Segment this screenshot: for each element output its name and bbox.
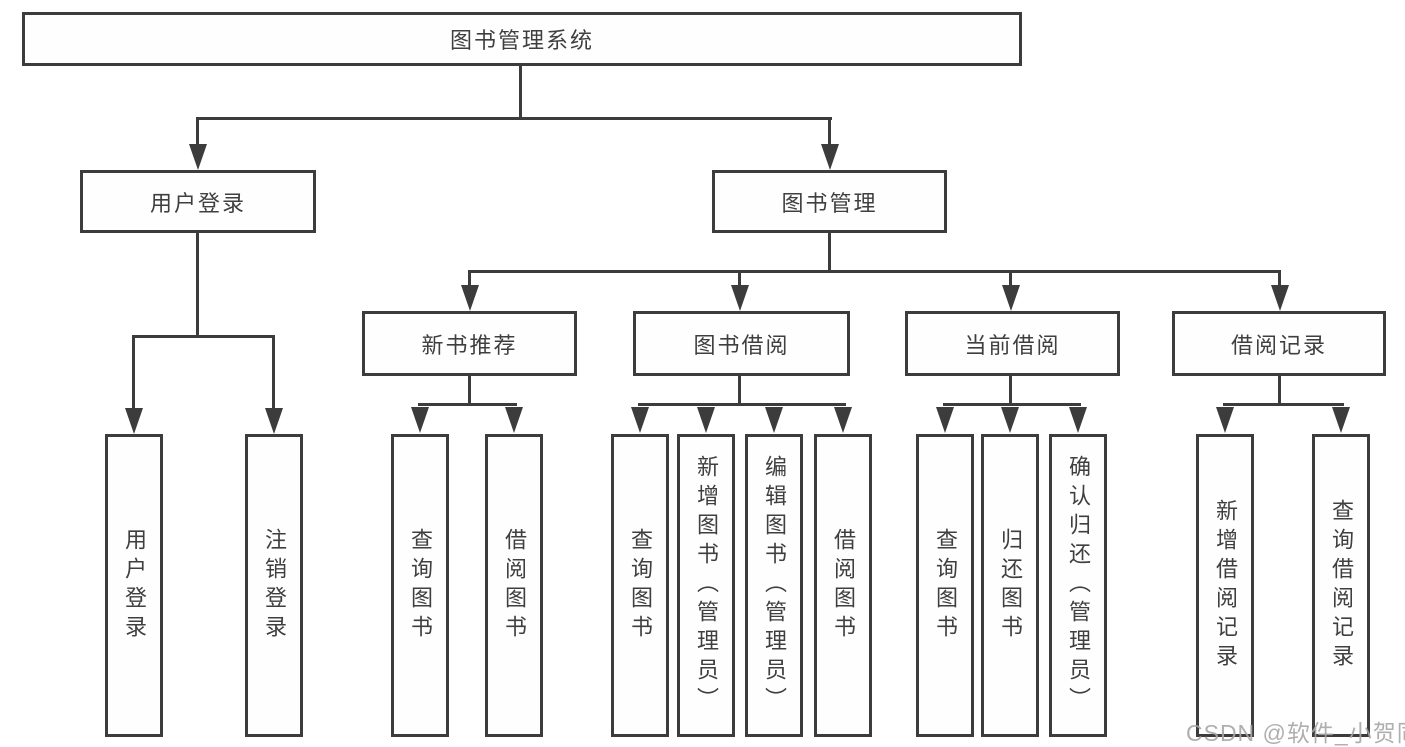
arrowhead-down-icon [765, 407, 783, 433]
connector-splitter-borrowing-records [1223, 403, 1344, 406]
leaf-add-borrow-record: 新增借阅记录 [1196, 434, 1254, 737]
connector-stem-current-borrowing [1009, 374, 1012, 406]
leaf-confirm-return-admin: 确认归还（管理员） [1049, 434, 1107, 737]
arrowhead-down-icon [936, 407, 954, 433]
node-current-borrowing: 当前借阅 [905, 311, 1120, 376]
connector-root-stem [519, 64, 522, 119]
connector-drop-level3 [738, 270, 741, 287]
arrowhead-down-icon [821, 144, 839, 170]
arrowhead-down-icon [461, 285, 479, 311]
leaf-edit-book-admin: 编辑图书（管理员） [745, 434, 803, 737]
leaf-borrow-books-borrowing: 借阅图书 [814, 434, 872, 737]
leaf-user-login: 用户登录 [105, 434, 163, 737]
arrowhead-down-icon [1271, 285, 1289, 311]
node-book-borrowing: 图书借阅 [633, 311, 850, 376]
connector-level1-horizontal [196, 117, 832, 120]
arrowhead-down-icon [731, 285, 749, 311]
arrowhead-down-icon [1332, 407, 1350, 433]
node-user-login: 用户登录 [80, 170, 316, 233]
arrowhead-down-icon [631, 407, 649, 433]
arrowhead-down-icon [834, 407, 852, 433]
arrowhead-down-icon [697, 407, 715, 433]
connector-splitter-book-borrowing [638, 403, 846, 406]
connector-drop-book-management [828, 117, 831, 146]
connector-user-login-stem [196, 231, 199, 337]
arrowhead-down-icon [411, 407, 429, 433]
connector-stem-new-book [468, 374, 471, 406]
connector-drop-leaf [272, 335, 275, 410]
leaf-query-books-borrowing: 查询图书 [611, 434, 669, 737]
connector-drop-level3 [1278, 270, 1281, 287]
leaf-query-borrow-record: 查询借阅记录 [1312, 434, 1370, 737]
csdn-watermark: CSDN @软件_小贺同学 [1186, 720, 1405, 746]
connector-drop-user-login [196, 117, 199, 146]
arrowhead-down-icon [505, 407, 523, 433]
connector-splitter-new-book [418, 403, 517, 406]
arrowhead-down-icon [189, 144, 207, 170]
connector-drop-level3 [1009, 270, 1012, 287]
connector-book-management-stem [828, 231, 831, 272]
arrowhead-down-icon [1002, 285, 1020, 311]
connector-stem-borrowing-records [1278, 374, 1281, 406]
node-new-book-recommendation: 新书推荐 [362, 311, 577, 376]
connector-user-login-splitter [132, 335, 275, 338]
arrowhead-down-icon [125, 408, 143, 434]
connector-splitter-current-borrowing [943, 403, 1081, 406]
leaf-query-books-current: 查询图书 [916, 434, 974, 737]
node-book-management: 图书管理 [712, 170, 947, 233]
node-borrowing-records: 借阅记录 [1172, 311, 1386, 376]
connector-level3-horizontal [468, 270, 1281, 273]
connector-stem-book-borrowing [738, 374, 741, 406]
leaf-return-book: 归还图书 [981, 434, 1039, 737]
arrowhead-down-icon [1069, 407, 1087, 433]
leaf-borrow-books-recommend: 借阅图书 [485, 434, 543, 737]
leaf-logout: 注销登录 [245, 434, 303, 737]
connector-drop-leaf [132, 335, 135, 410]
node-library-management-system: 图书管理系统 [22, 12, 1022, 66]
leaf-add-book-admin: 新增图书（管理员） [677, 434, 735, 737]
arrowhead-down-icon [1216, 407, 1234, 433]
arrowhead-down-icon [1001, 407, 1019, 433]
leaf-query-books-recommend: 查询图书 [391, 434, 449, 737]
connector-drop-level3 [468, 270, 471, 287]
arrowhead-down-icon [265, 408, 283, 434]
